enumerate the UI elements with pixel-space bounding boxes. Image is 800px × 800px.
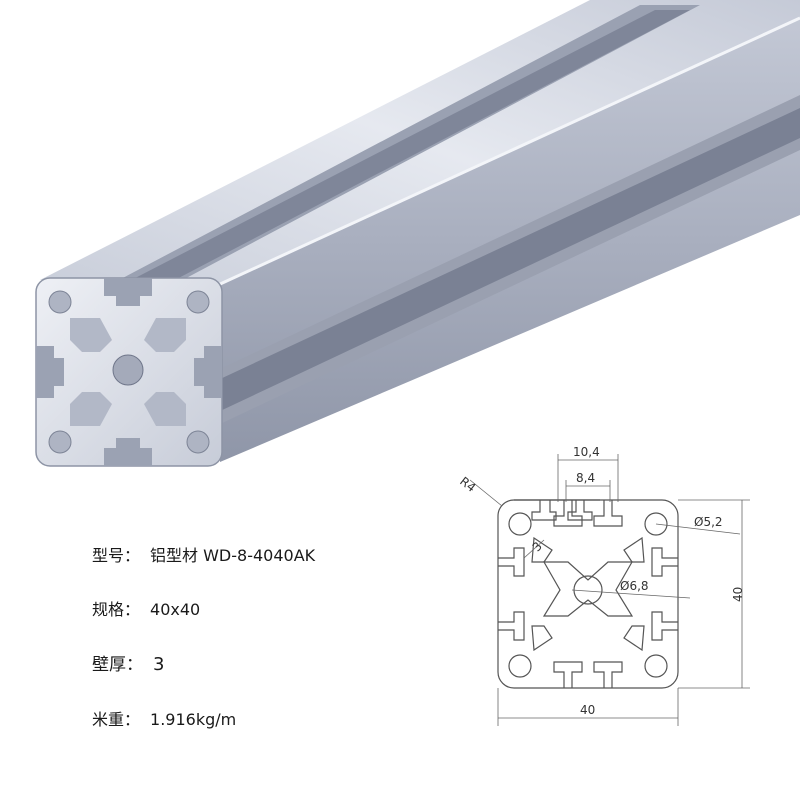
profile-edge-highlight [217, 16, 800, 287]
dimension-lines [469, 454, 750, 726]
spec-wall-value: 3 [153, 654, 165, 675]
profile-top-slot-inner [108, 10, 690, 293]
spec-wall-thickness: 壁厚： 3 [92, 650, 164, 675]
spec-weight-value: 1.916kg/m [150, 710, 237, 729]
spec-model-value: 铝型材 WD-8-4040AK [150, 546, 316, 565]
profile-side-slot-inner [218, 108, 800, 412]
dim-height: 40 [731, 587, 745, 602]
dim-slot-inner-width: 8,4 [576, 471, 595, 485]
dim-corner-hole-diameter: Ø5,2 [694, 515, 723, 529]
dim-corner-radius: R4 [457, 474, 478, 495]
spec-size-value: 40x40 [150, 600, 201, 619]
profile-3d-render [35, 0, 800, 467]
spec-model: 型号： 铝型材 WD-8-4040AK [92, 542, 315, 566]
profile-end-face [35, 277, 223, 467]
spec-model-label: 型号： [92, 546, 141, 565]
dim-width: 40 [580, 703, 595, 717]
profile-technical-drawing: 10,4 8,4 R4 Ø5,2 Ø6,8 3 40 40 [457, 445, 750, 726]
spec-size-label: 规格： [92, 600, 141, 619]
spec-weight: 米重： 1.916kg/m [92, 706, 236, 730]
spec-weight-label: 米重： [92, 710, 141, 729]
dim-slot-outer-width: 10,4 [573, 445, 600, 459]
spec-wall-label: 壁厚： [92, 655, 143, 675]
cross-section-outline [497, 499, 679, 689]
dim-center-hole-diameter: Ø6,8 [620, 579, 649, 593]
spec-size: 规格： 40x40 [92, 596, 200, 620]
